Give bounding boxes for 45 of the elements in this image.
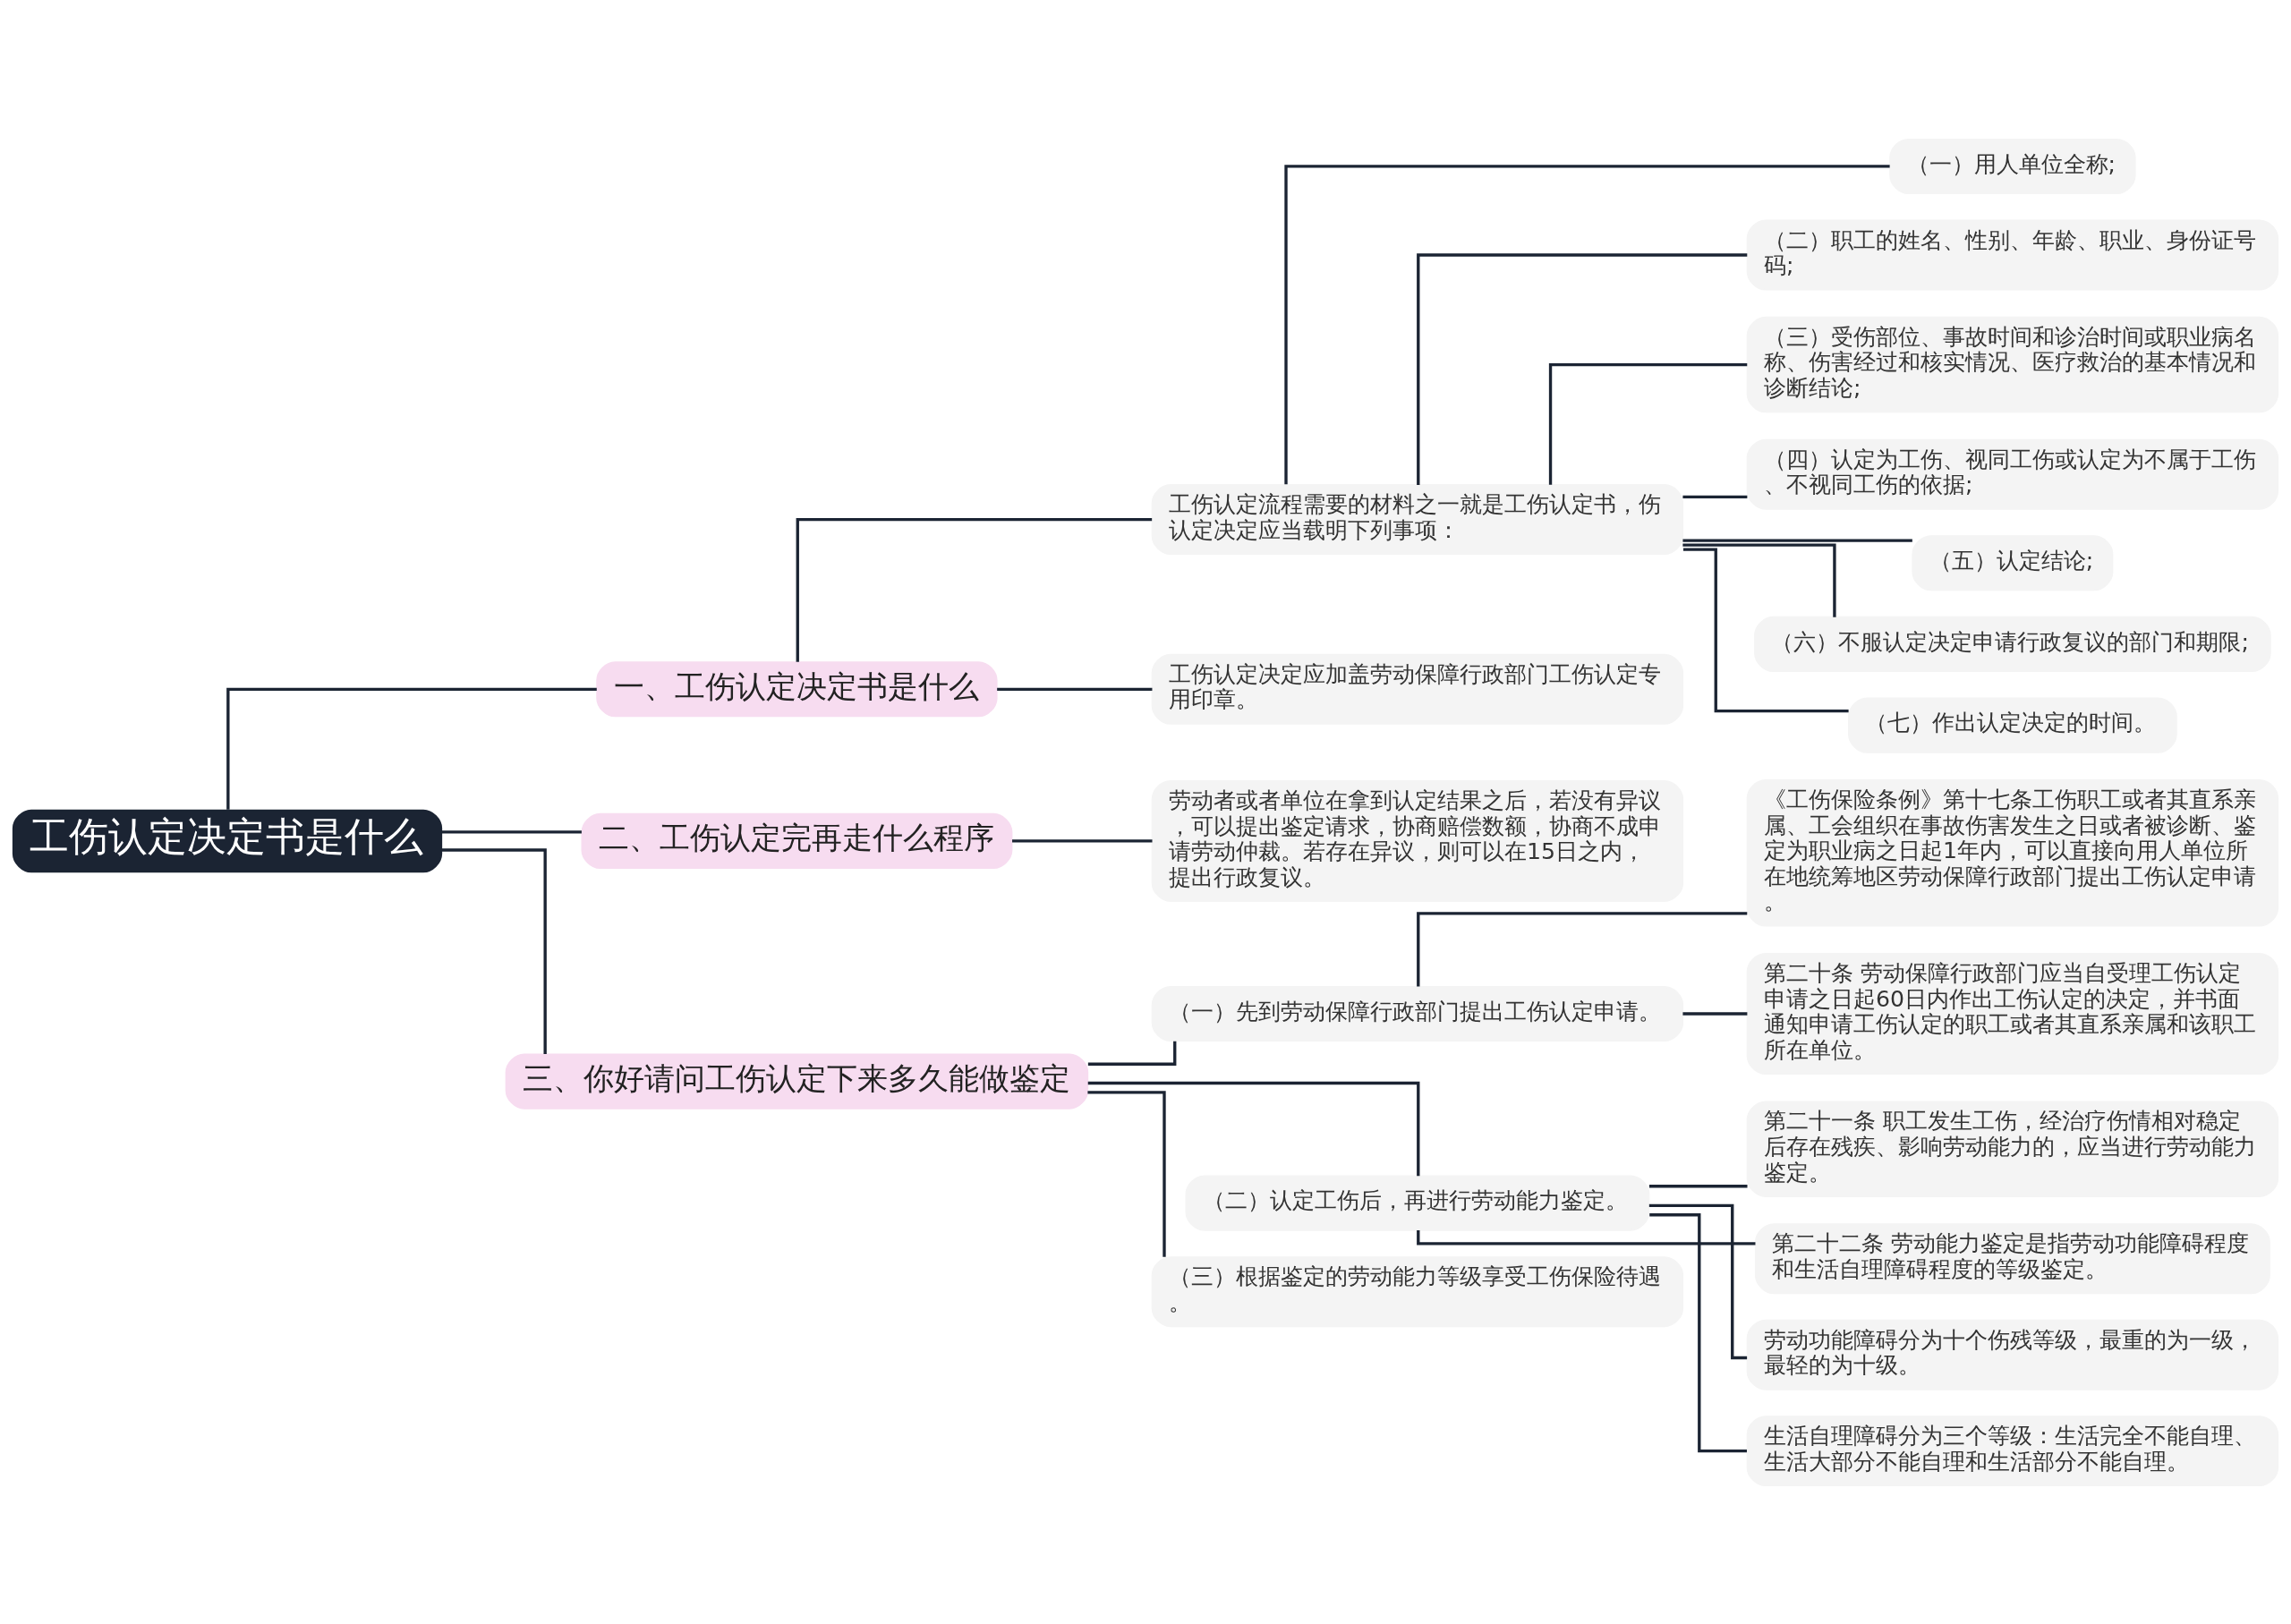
connector xyxy=(997,687,1153,691)
node-box: 第二十一条 职工发生工伤，经治疗伤情相对稳定后存在残疾、影响劳动能力的，应当进行劳动能力鉴定。 xyxy=(1746,1100,2279,1197)
node-box: （二）职工的姓名、性别、年龄、职业、身份证号码; xyxy=(1746,219,2279,290)
node-box: （五）认定结论; xyxy=(1912,534,2114,591)
connector xyxy=(1548,362,1748,485)
node-box: 第二十条 劳动保障行政部门应当自受理工伤认定申请之日起60日内作出工伤认定的决定，并书面通知申请工伤认定的职工或者其直系亲属和该职工所在单位。 xyxy=(1746,952,2279,1075)
node-box: 劳动功能障碍分为十个伤残等级，最重的为一级，最轻的为十级。 xyxy=(1746,1319,2279,1390)
node-box: （一）用人单位全称; xyxy=(1889,138,2136,194)
connector xyxy=(1682,495,1748,498)
connector xyxy=(1682,547,1849,712)
node-box: （七）作出认定决定的时间。 xyxy=(1848,697,2177,753)
connector xyxy=(1682,538,1912,542)
connector xyxy=(1649,1212,1747,1452)
node-box: 生活自理障碍分为三个等级：生活完全不能自理、生活大部分不能自理和生活部分不能自理。 xyxy=(1746,1415,2279,1486)
connector xyxy=(1682,1011,1748,1016)
node-box: （三）受伤部位、事故时间和诊治时间或职业病名称、伤害经过和核实情况、医疗救治的基本情况和诊断结论; xyxy=(1746,316,2279,412)
connector xyxy=(796,517,1153,662)
connector xyxy=(226,687,597,810)
connector xyxy=(441,847,547,1054)
connector xyxy=(1417,252,1748,485)
node-box: 第二十二条 劳动能力鉴定是指劳动功能障碍程度和生活自理障碍程度的等级鉴定。 xyxy=(1754,1222,2270,1294)
node-box: （二）认定工伤后，再进行劳动能力鉴定。 xyxy=(1185,1175,1650,1231)
connector xyxy=(1284,164,1890,484)
connector xyxy=(1012,838,1153,843)
connector xyxy=(1682,542,1836,617)
node-box: （四）认定为工伤、视同工伤或认定为不属于工伤、不视同工伤的依据; xyxy=(1746,438,2279,510)
connector xyxy=(1417,911,1748,986)
node-box: （六）不服认定决定申请行政复议的部门和期限; xyxy=(1754,616,2271,672)
node-box: （一）先到劳动保障行政部门提出工伤认定申请。 xyxy=(1151,985,1684,1042)
node-box: 工伤认定流程需要的材料之一就是工伤认定书，伤认定决定应当载明下列事项： xyxy=(1151,483,1684,555)
node-box: （三）根据鉴定的劳动能力等级享受工伤保险待遇。 xyxy=(1151,1255,1684,1327)
node-box: 二、工伤认定完再走什么程序 xyxy=(581,812,1013,869)
connector xyxy=(441,829,582,833)
connector xyxy=(1417,1229,1756,1246)
connector xyxy=(1087,1090,1166,1257)
node-box: 工伤认定决定应加盖劳动保障行政部门工伤认定专用印章。 xyxy=(1151,653,1684,725)
connector xyxy=(1087,1081,1420,1176)
node-box: 一、工伤认定决定书是什么 xyxy=(596,660,998,717)
connector xyxy=(1648,1203,1748,1359)
node-box: 《工伤保险条例》第十七条工伤职工或者其直系亲属、工会组织在事故伤害发生之日或者被诊断、鉴定为职业病之日起1年内，可以直接向用人单位所在地统筹地区劳动保障行政部门提出工伤认定申请。 xyxy=(1746,778,2279,927)
node-box: 工伤认定决定书是什么 xyxy=(12,809,443,872)
connector xyxy=(1648,1184,1748,1187)
connector xyxy=(1087,1041,1177,1066)
node-box: 三、你好请问工伤认定下来多久能做鉴定 xyxy=(505,1053,1089,1110)
node-box: 劳动者或者单位在拿到认定结果之后，若没有异议，可以提出鉴定请求，协商赔偿数额，协商不成申请劳动仲裁。若存在异议，则可以在15日之内，提出行政复议。 xyxy=(1151,779,1684,902)
